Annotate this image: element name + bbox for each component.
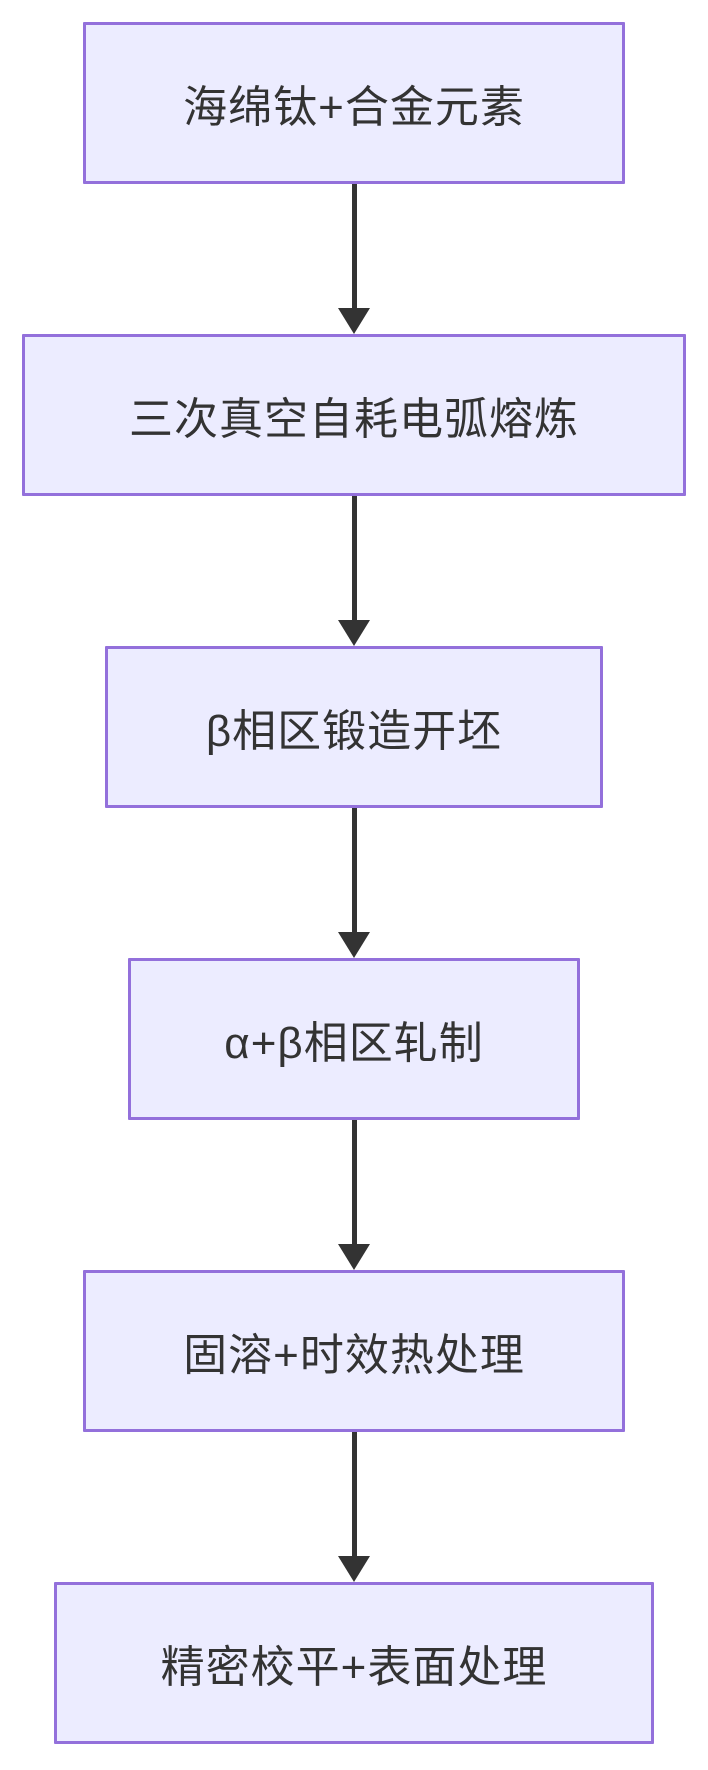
- arrow-line: [351, 496, 357, 621]
- flow-node-label: 海绵钛+合金元素: [183, 83, 525, 132]
- flow-node-label: 精密校平+表面处理: [160, 1643, 548, 1692]
- flow-node-vacuum-arc-melting: 三次真空自耗电弧熔炼: [22, 334, 686, 496]
- flow-node-leveling-surface-treatment: 精密校平+表面处理: [54, 1582, 654, 1744]
- flow-node-label: α+β相区轧制: [224, 1019, 484, 1068]
- arrow-line: [351, 1120, 357, 1245]
- arrow-head-icon: [338, 1244, 370, 1270]
- flow-arrow-3: [338, 808, 370, 958]
- flow-node-label: 三次真空自耗电弧熔炼: [129, 395, 579, 444]
- flow-arrow-1: [338, 184, 370, 334]
- arrow-line: [351, 184, 357, 309]
- flow-node-raw-materials: 海绵钛+合金元素: [83, 22, 625, 184]
- arrow-head-icon: [338, 620, 370, 646]
- flow-arrow-2: [338, 496, 370, 646]
- flow-node-heat-treatment: 固溶+时效热处理: [83, 1270, 625, 1432]
- arrow-head-icon: [338, 1556, 370, 1582]
- flow-arrow-5: [338, 1432, 370, 1582]
- arrow-head-icon: [338, 932, 370, 958]
- arrow-head-icon: [338, 308, 370, 334]
- arrow-line: [351, 1432, 357, 1557]
- flow-node-label: β相区锻造开坯: [205, 707, 503, 756]
- flow-node-label: 固溶+时效热处理: [183, 1331, 525, 1380]
- flow-arrow-4: [338, 1120, 370, 1270]
- arrow-line: [351, 808, 357, 933]
- flow-node-beta-forging: β相区锻造开坯: [105, 646, 603, 808]
- flow-node-alpha-beta-rolling: α+β相区轧制: [128, 958, 580, 1120]
